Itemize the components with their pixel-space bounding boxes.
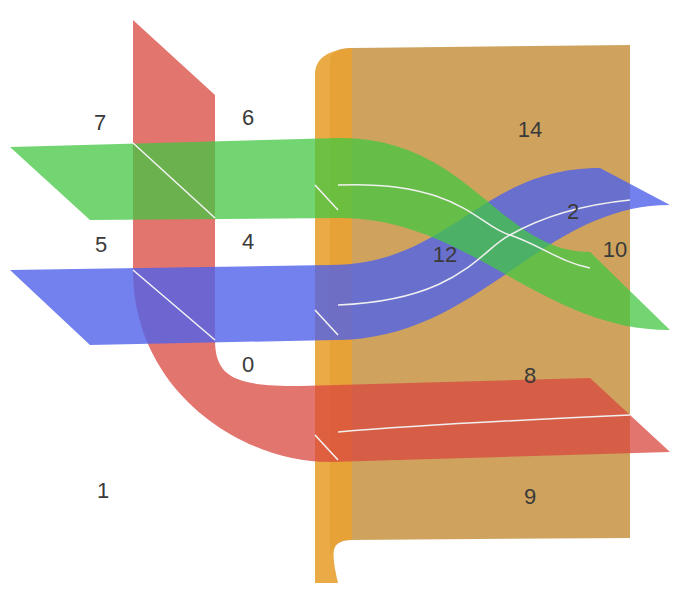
region-number: 5 — [95, 234, 107, 256]
region-number: 0 — [242, 354, 254, 376]
region-number: 14 — [518, 119, 542, 141]
region-number: 9 — [524, 486, 536, 508]
region-number: 8 — [524, 365, 536, 387]
region-number: 7 — [94, 112, 106, 134]
intersection-curve — [338, 200, 630, 305]
green-surface — [10, 138, 670, 330]
region-number: 4 — [242, 231, 254, 253]
region-number: 12 — [433, 244, 457, 266]
intersection-line — [133, 143, 338, 460]
red-surface — [133, 20, 670, 462]
region-number: 2 — [567, 201, 579, 223]
region-number: 1 — [97, 480, 109, 502]
intersection-curve — [338, 185, 590, 268]
region-number: 6 — [242, 107, 254, 129]
intersection-curve — [338, 415, 630, 432]
region-number: 10 — [603, 239, 627, 261]
